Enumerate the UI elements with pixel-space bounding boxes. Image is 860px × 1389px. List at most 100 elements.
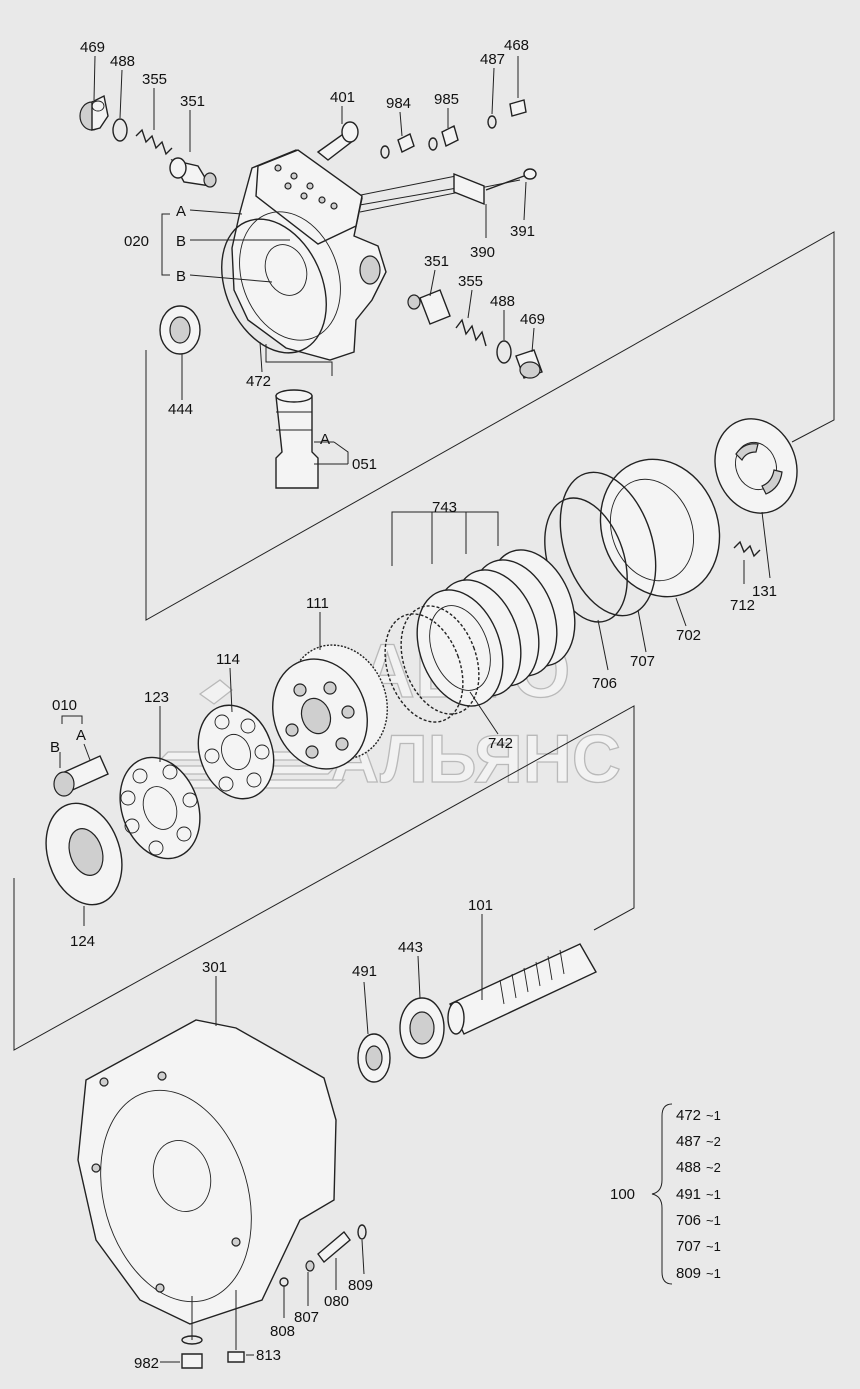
label-743: 743 bbox=[432, 499, 457, 516]
assembly-guide-lines bbox=[13, 175, 835, 1051]
swash-plate-124 bbox=[45, 802, 123, 906]
label-355a: 355 bbox=[142, 71, 167, 88]
kit-item-qty: ~1 bbox=[706, 1213, 721, 1228]
label-488b: 488 bbox=[490, 293, 515, 310]
label-080: 080 bbox=[324, 1293, 349, 1310]
plug-984 bbox=[397, 133, 415, 153]
label-051: 051 bbox=[352, 456, 377, 473]
label-984: 984 bbox=[386, 95, 411, 112]
plug-469-upper-left bbox=[79, 94, 109, 131]
label-010: 010 bbox=[52, 697, 77, 714]
label-742: 742 bbox=[488, 735, 513, 752]
label-351b: 351 bbox=[424, 253, 449, 270]
plug-010 bbox=[53, 755, 109, 797]
plug-982 bbox=[181, 1335, 203, 1369]
kit-item-qty: ~2 bbox=[706, 1134, 721, 1149]
label-020: 020 bbox=[124, 233, 149, 250]
plug-401 bbox=[316, 121, 359, 161]
spool-351-upper-left bbox=[169, 157, 217, 188]
friction-plates-743 bbox=[384, 605, 480, 723]
bearing-443 bbox=[399, 997, 445, 1059]
label-101: 101 bbox=[468, 897, 493, 914]
front-housing-301 bbox=[77, 1019, 337, 1325]
kit-item-1: 472 ~1 bbox=[676, 1107, 721, 1124]
label-301: 301 bbox=[202, 959, 227, 976]
label-124: 124 bbox=[70, 933, 95, 950]
label-487: 487 bbox=[480, 51, 505, 68]
shaft-101 bbox=[447, 943, 597, 1035]
ball-808 bbox=[279, 1277, 289, 1287]
bearing-444 bbox=[159, 305, 201, 355]
label-355b: 355 bbox=[458, 273, 483, 290]
part-labels: 469 488 355 351 401 984 985 487 468 A 02… bbox=[50, 37, 777, 1372]
kit-item-6: 707 ~1 bbox=[676, 1238, 721, 1255]
plug-807 bbox=[305, 1260, 315, 1272]
rear-housing-020 bbox=[231, 149, 387, 361]
kit-item-4: 491 ~1 bbox=[676, 1186, 721, 1203]
kit-item-5: 706 ~1 bbox=[676, 1212, 721, 1229]
kit-label: 100 bbox=[610, 1186, 635, 1203]
label-B3: B bbox=[50, 739, 60, 756]
label-401: 401 bbox=[330, 89, 355, 106]
label-702: 702 bbox=[676, 627, 701, 644]
label-B1: B bbox=[176, 233, 186, 250]
o-ring-809 bbox=[357, 1224, 367, 1240]
label-A2: A bbox=[320, 431, 330, 448]
label-131: 131 bbox=[752, 583, 777, 600]
oil-seal-491 bbox=[357, 1033, 391, 1083]
label-351a: 351 bbox=[180, 93, 205, 110]
o-ring-707 bbox=[559, 471, 657, 617]
label-488a: 488 bbox=[110, 53, 135, 70]
kit-item-code: 472 bbox=[676, 1107, 701, 1124]
label-707: 707 bbox=[630, 653, 655, 670]
relief-valve-051 bbox=[275, 389, 319, 489]
kit-item-3: 488 ~2 bbox=[676, 1159, 721, 1176]
label-813: 813 bbox=[256, 1347, 281, 1364]
kit-item-code: 707 bbox=[676, 1238, 701, 1255]
label-B2: B bbox=[176, 268, 186, 285]
o-ring-985 bbox=[428, 137, 438, 151]
o-ring-488-right bbox=[496, 340, 512, 364]
label-A1: A bbox=[176, 203, 186, 220]
leader-lines bbox=[59, 55, 771, 1363]
label-469b: 469 bbox=[520, 311, 545, 328]
separator-plates-742 bbox=[416, 549, 576, 707]
label-391: 391 bbox=[510, 223, 535, 240]
kit-item-code: 491 bbox=[676, 1186, 701, 1203]
name-plate-390 bbox=[453, 172, 485, 206]
kit-item-qty: ~1 bbox=[706, 1108, 721, 1123]
kit-item-qty: ~1 bbox=[706, 1187, 721, 1202]
plug-469-right bbox=[515, 349, 543, 379]
kit-100-list: 100 472 ~1 487 ~2 488 ~2 491 ~1 706 ~1 7… bbox=[610, 1103, 721, 1285]
kit-item-code: 487 bbox=[676, 1133, 701, 1150]
label-807: 807 bbox=[294, 1309, 319, 1326]
plug-985 bbox=[441, 124, 459, 148]
kit-item-7: 809 ~1 bbox=[676, 1265, 721, 1282]
kit-item-qty: ~1 bbox=[706, 1266, 721, 1281]
spring-712 bbox=[733, 540, 761, 558]
kit-item-code: 488 bbox=[676, 1159, 701, 1176]
label-443: 443 bbox=[398, 939, 423, 956]
label-469a: 469 bbox=[80, 39, 105, 56]
kit-item-2: 487 ~2 bbox=[676, 1133, 721, 1150]
label-985: 985 bbox=[434, 91, 459, 108]
kit-brace bbox=[651, 1103, 673, 1285]
o-ring-472 bbox=[221, 218, 327, 354]
label-982: 982 bbox=[134, 1355, 159, 1372]
o-ring-487 bbox=[487, 115, 497, 129]
label-111: 111 bbox=[306, 595, 329, 612]
o-ring-984 bbox=[380, 145, 390, 159]
label-472: 472 bbox=[246, 373, 271, 390]
retainer-plate-114 bbox=[197, 704, 275, 800]
label-444: 444 bbox=[168, 401, 193, 418]
spring-355-upper-left bbox=[135, 128, 173, 156]
o-ring-488-upper-left bbox=[112, 118, 128, 142]
label-A3: A bbox=[76, 727, 86, 744]
label-809: 809 bbox=[348, 1277, 373, 1294]
spool-351-right bbox=[407, 289, 451, 325]
label-390: 390 bbox=[470, 244, 495, 261]
plug-813 bbox=[227, 1351, 245, 1363]
label-491: 491 bbox=[352, 963, 377, 980]
label-706: 706 bbox=[592, 675, 617, 692]
